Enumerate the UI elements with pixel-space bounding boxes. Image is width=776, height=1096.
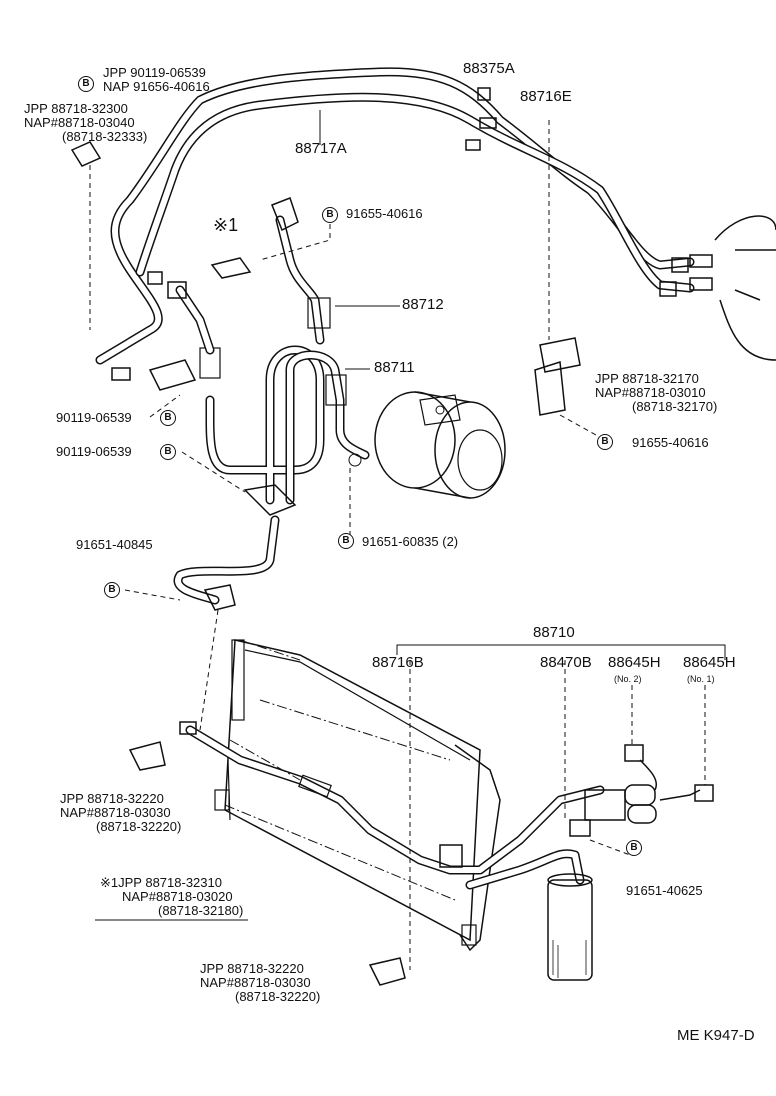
label-88716e: 88716E <box>520 88 572 105</box>
hose-88711 <box>199 345 370 505</box>
label-88711: 88711 <box>374 359 415 376</box>
label-jpp-90119: JPP 90119-06539 <box>103 65 206 80</box>
label-91651-b: 91651-60835 (2) <box>362 534 459 549</box>
label-88710: 88710 <box>533 624 575 641</box>
label-88718-32333: (88718-32333) <box>62 129 148 144</box>
label-no1: (No. 1) <box>687 674 715 684</box>
label-r-paren: (88718-32170) <box>632 399 718 414</box>
label-l-paren: (88718-32220) <box>96 819 182 834</box>
label-l-jpp: JPP 88718-32220 <box>60 791 164 806</box>
bolt-symbol: B <box>322 207 338 223</box>
label-star1: ※1 <box>213 215 239 235</box>
label-s1-jpp: ※1JPP 88718-32310 <box>100 875 222 890</box>
label-s1-nap: NAP#88718-03020 <box>122 889 233 904</box>
label-b-paren: (88718-32220) <box>235 989 321 1004</box>
bolt-symbol: B <box>338 533 354 549</box>
label-88645h-no2: 88645H <box>608 654 661 671</box>
label-88375a: 88375A <box>463 60 515 77</box>
left-brackets <box>70 141 362 516</box>
pipe-88717a <box>95 67 695 365</box>
label-91655-b: 91655-40616 <box>632 435 709 450</box>
bolt-symbol: B <box>160 410 176 426</box>
label-r-jpp: JPP 88718-32170 <box>595 371 699 386</box>
label-nap-91656: NAP 91656-40616 <box>103 79 210 94</box>
pressure-switches <box>439 744 714 868</box>
clips <box>128 337 581 986</box>
label-s1-paren: (88718-32180) <box>158 903 244 918</box>
bolt-symbol: B <box>626 840 642 856</box>
leader-lines <box>89 110 726 970</box>
label-91651-c: 91651-40625 <box>626 883 703 898</box>
pipe-lower <box>173 515 280 611</box>
label-no2: (No. 2) <box>614 674 642 684</box>
label-l-nap: NAP#88718-03030 <box>60 805 171 820</box>
label-90119-a: 90119-06539 <box>56 410 132 425</box>
label-88712: 88712 <box>402 296 444 313</box>
label-91651-a: 91651-40845 <box>76 537 153 552</box>
hose-88712 <box>147 197 331 355</box>
label-88716b: 88716B <box>372 654 424 671</box>
label-90119-b: 90119-06539 <box>56 444 132 459</box>
bolt-symbol: B <box>78 76 94 92</box>
label-jpp-88718-32300: JPP 88718-32300 <box>24 101 128 116</box>
label-r-nap: NAP#88718-03010 <box>595 385 706 400</box>
bolt-symbol: B <box>104 582 120 598</box>
label-88717a: 88717A <box>295 140 347 157</box>
label-88470b: 88470B <box>540 654 592 671</box>
label-88645h-no1: 88645H <box>683 654 736 671</box>
label-b-jpp: JPP 88718-32220 <box>200 961 304 976</box>
diagram-code: ME K947-D <box>677 1027 755 1044</box>
condenser <box>214 639 501 952</box>
bolt-symbol: B <box>160 444 176 460</box>
label-b-nap: NAP#88718-03030 <box>200 975 311 990</box>
bolt-symbol: B <box>597 434 613 450</box>
compressor <box>374 391 506 499</box>
fittings-top-right <box>465 87 776 361</box>
pipe-88716b <box>179 721 605 875</box>
receiver-dryer <box>465 849 593 981</box>
label-nap-88718-03040: NAP#88718-03040 <box>24 115 135 130</box>
label-91655-a: 91655-40616 <box>346 206 423 221</box>
